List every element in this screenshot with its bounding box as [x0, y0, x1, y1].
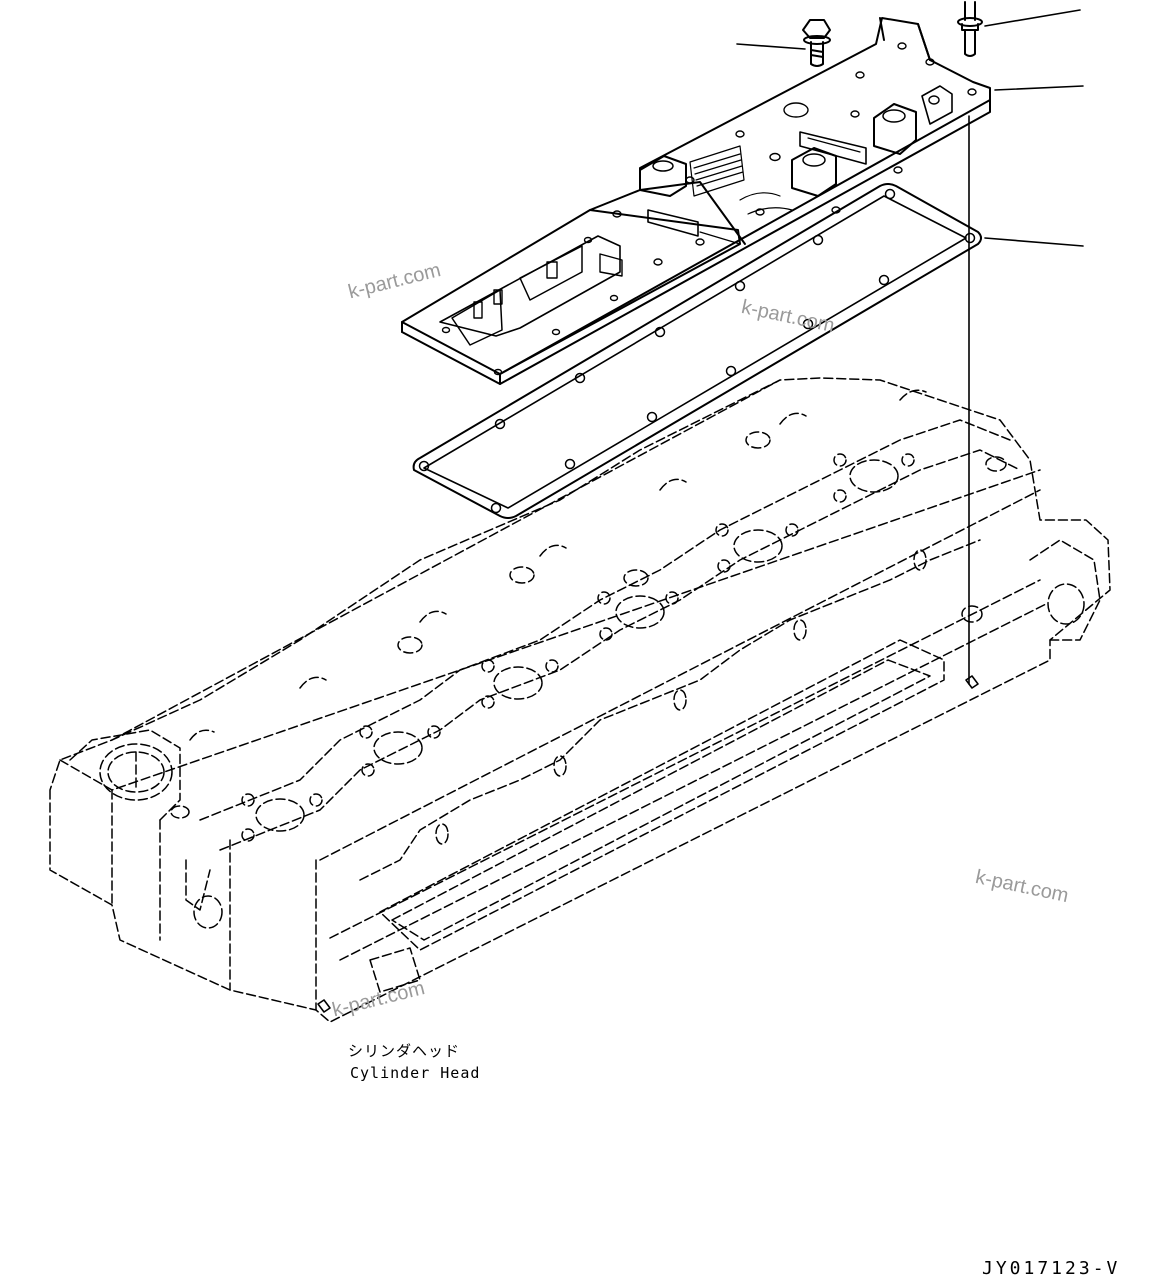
flange-bolt-icon — [802, 19, 831, 67]
label-plate-icon — [689, 145, 745, 197]
stud-bolt-icon — [957, 1, 983, 57]
leader-line-gasket — [984, 237, 1084, 247]
leader-line-cover — [994, 85, 1084, 91]
cylinder-head — [49, 377, 1111, 1023]
figure-code: JY017123-V — [982, 1258, 1121, 1279]
part-label-english: Cylinder Head — [350, 1064, 481, 1082]
cover-gasket — [412, 183, 982, 519]
part-label-japanese: シリンダヘッド — [348, 1042, 461, 1060]
leader-lines — [736, 9, 1084, 685]
leader-line-bolt — [736, 43, 806, 50]
leader-line-stud — [984, 9, 1081, 27]
head-solid-details — [317, 675, 979, 1013]
cover-plate — [401, 17, 991, 385]
